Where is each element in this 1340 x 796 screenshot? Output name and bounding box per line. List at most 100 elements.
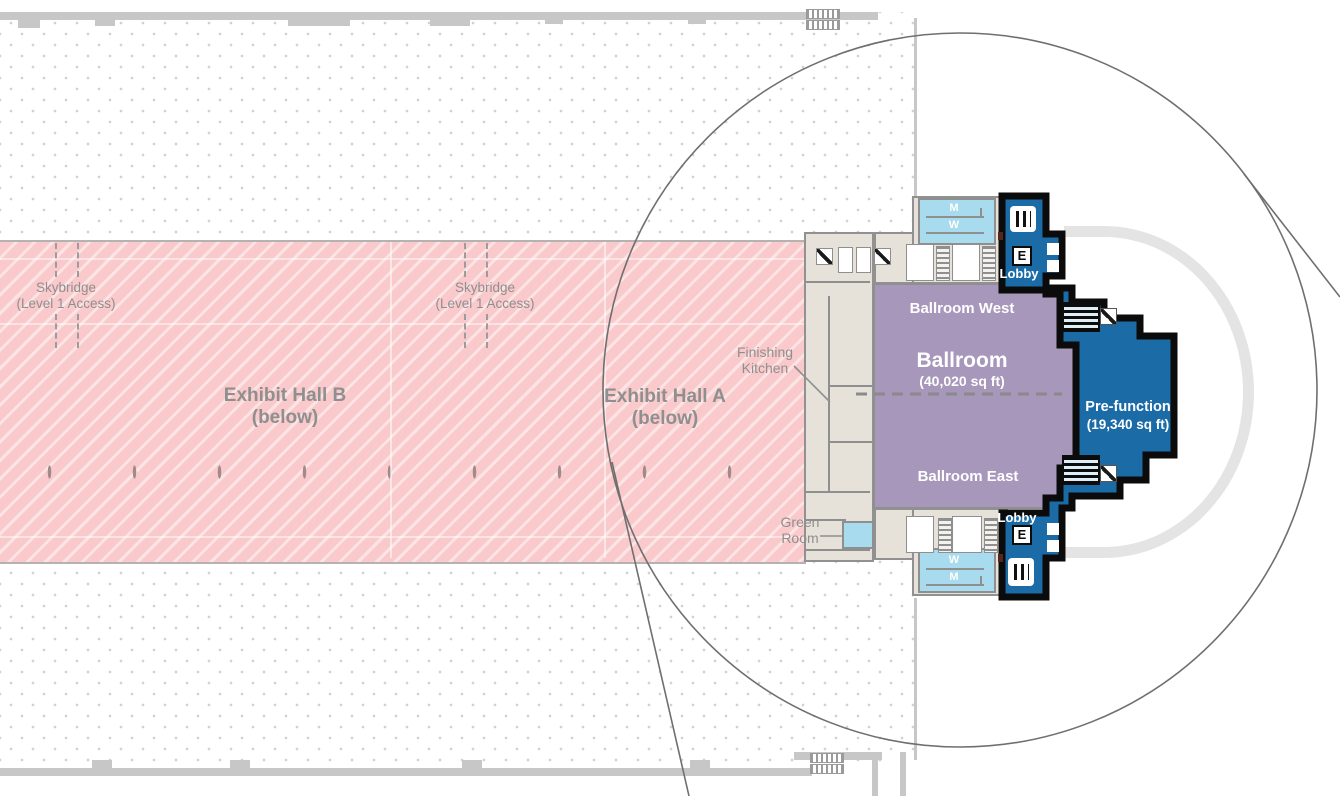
- outline-notch: [430, 12, 470, 26]
- stairs-run: [806, 9, 840, 19]
- service-room: [906, 244, 934, 281]
- kitchen-line1: Finishing: [736, 344, 794, 360]
- ballroom-east-label: Ballroom East: [917, 468, 1019, 485]
- restroom-divider: [926, 568, 984, 570]
- skybridge-dashed-line: [77, 314, 79, 348]
- outline-connector-bottom: [914, 598, 917, 760]
- restroom-divider: [980, 208, 982, 217]
- restroom-women-label: W: [948, 219, 960, 231]
- green-line2: Room: [781, 530, 819, 547]
- ballroom-area-label: (40,020 sq ft): [919, 373, 1005, 389]
- finishing-kitchen-leader: [793, 365, 831, 403]
- stair-shaft: [938, 518, 952, 553]
- interior-wall: [830, 385, 872, 387]
- hall-below: (below): [251, 406, 319, 428]
- skybridge-access: (Level 1 Access): [16, 295, 116, 311]
- skybridge-dashed-line: [55, 243, 57, 277]
- interior-wall: [830, 441, 872, 443]
- stair-direction-icon: [874, 248, 891, 265]
- elevator-shaft-room: [856, 247, 871, 273]
- outline-notch: [545, 12, 563, 24]
- bay-line: [604, 242, 606, 558]
- stair-shaft: [984, 518, 998, 553]
- interior-wall: [806, 491, 870, 493]
- utility-room: [1047, 243, 1059, 255]
- outline-notch: [95, 12, 115, 26]
- building-outline-bottom: [0, 768, 812, 776]
- interior-wall: [806, 281, 870, 283]
- prefunction-area: [998, 192, 1178, 601]
- outline-notch: [288, 12, 350, 26]
- restroom-divider: [980, 576, 982, 584]
- outline-stub: [872, 758, 878, 796]
- skybridge-east-label: Skybridge (Level 1 Access): [425, 280, 545, 311]
- door-mark: [998, 554, 1003, 562]
- green-room: [842, 521, 874, 549]
- skybridge-dashed-line: [464, 314, 466, 348]
- skybridge-dashed-line: [486, 243, 488, 277]
- restroom-men-label: M: [949, 202, 959, 214]
- green-room-label: Green Room: [765, 514, 835, 546]
- outline-connector-top: [914, 18, 917, 196]
- interior-wall: [828, 296, 830, 492]
- stairs-icon: [806, 8, 840, 30]
- utility-room: [1047, 540, 1059, 552]
- outline-notch: [18, 12, 40, 28]
- skybridge-dashed-line: [464, 243, 466, 277]
- exhibit-hall-band: [0, 240, 806, 564]
- bay-line: [0, 536, 806, 538]
- escalator-icon: [1010, 206, 1036, 232]
- outline-stub: [900, 752, 906, 796]
- escalator-bank: [1062, 455, 1100, 485]
- skybridge-west-label: Skybridge (Level 1 Access): [6, 280, 126, 311]
- restroom-men-label: M: [949, 571, 959, 583]
- elevator-label: E: [1017, 527, 1027, 542]
- interior-wall: [806, 519, 846, 521]
- outline-notch: [690, 760, 710, 768]
- stair-direction-icon: [816, 248, 833, 265]
- stairs-run: [806, 20, 840, 30]
- magnifier-circle: [602, 32, 1318, 748]
- lobby-south-label: Lobby: [997, 510, 1037, 525]
- magnifier-tangent-bottom: [611, 461, 690, 796]
- skybridge-name: Skybridge: [454, 280, 516, 295]
- escalator-bars: [1013, 564, 1029, 580]
- exhibit-hall-b-label: Exhibit Hall B (below): [185, 385, 385, 429]
- skybridge-name: Skybridge: [35, 280, 97, 295]
- elevator-label: E: [1017, 248, 1027, 263]
- restroom-divider: [926, 584, 984, 586]
- bay-line: [0, 258, 806, 260]
- lobby-north-label: Lobby: [999, 266, 1039, 281]
- elevator-shaft-room: [838, 247, 853, 273]
- skybridge-access: (Level 1 Access): [435, 295, 535, 311]
- utility-room: [1047, 523, 1059, 535]
- outline-notch: [92, 760, 112, 768]
- stair-direction-icon: [1100, 465, 1117, 482]
- skybridge-dashed-line: [55, 314, 57, 348]
- service-room: [906, 516, 934, 553]
- door-mark: [998, 232, 1003, 240]
- hall-name: Exhibit Hall A: [604, 386, 726, 407]
- stairs-run: [810, 753, 844, 763]
- elevator-icon: E: [1012, 246, 1032, 266]
- escalator-bars: [1015, 211, 1031, 227]
- restroom-divider: [926, 216, 984, 218]
- hall-name: Exhibit Hall B: [223, 385, 347, 406]
- exhibit-hall-a-label: Exhibit Hall A (below): [565, 386, 765, 430]
- outline-notch: [688, 12, 706, 24]
- prefunction-area-label: (19,340 sq ft): [1086, 417, 1170, 432]
- interior-wall: [806, 549, 870, 551]
- service-room: [952, 516, 982, 553]
- kitchen-line2: Kitchen: [741, 360, 789, 377]
- escalator-bank: [1062, 302, 1100, 332]
- stairs-icon: [810, 752, 844, 774]
- ballroom-west-label: Ballroom West: [909, 300, 1015, 317]
- green-line1: Green: [780, 514, 820, 530]
- ballroom-name-label: Ballroom: [916, 349, 1008, 372]
- stairs-run: [810, 764, 844, 774]
- escalator-icon: [1008, 558, 1034, 586]
- hall-below: (below): [631, 407, 699, 429]
- prefunction-name-label: Pre-function: [1085, 399, 1171, 415]
